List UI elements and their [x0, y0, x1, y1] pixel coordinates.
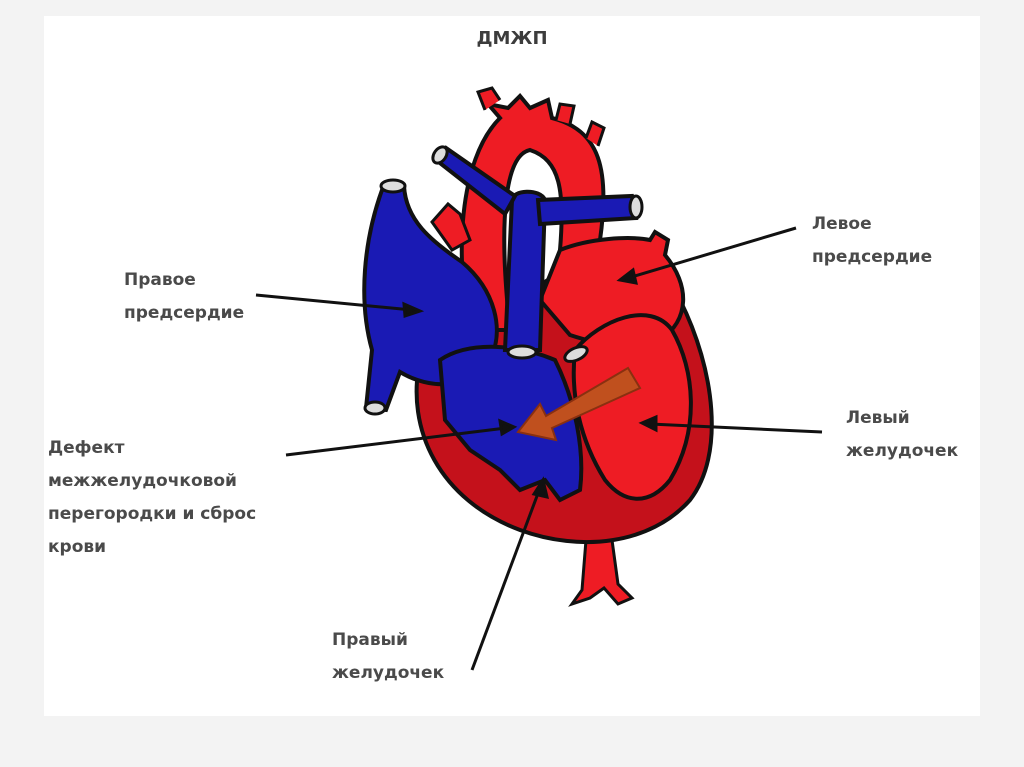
pointer-septal-defect-head	[498, 418, 518, 437]
right-ventricle-shape	[437, 344, 584, 503]
pointer-left-atrium	[627, 226, 797, 280]
aortic-branch-2	[554, 102, 576, 125]
pointer-right-atrium-head	[402, 301, 425, 319]
pointer-lines	[255, 226, 823, 671]
label-left-atrium: Левое предсердие	[812, 214, 933, 267]
label-right-atrium: Правое предсердие	[124, 270, 245, 323]
pointer-left-atrium-head	[616, 267, 638, 285]
label-right-ventricle: Правый желудочек	[332, 630, 445, 683]
pulmonary-branch-right-opening	[628, 194, 644, 220]
pulmonary-vein-left	[430, 201, 472, 252]
aortic-branch-3	[584, 119, 606, 147]
label-left-ventricle: Левый желудочек	[846, 408, 959, 461]
left-ventricle-shape	[571, 313, 693, 501]
inferior-vena-cava-opening	[363, 400, 387, 416]
descending-vessel	[568, 538, 635, 607]
shunt-arrow	[516, 366, 642, 442]
pointer-left-ventricle	[649, 422, 823, 434]
label-septal-defect: Дефект межжелудочковой перегородки и сбр…	[48, 438, 257, 557]
pulmonary-branch-left-opening	[431, 145, 449, 165]
pointer-left-ventricle-head	[638, 414, 658, 433]
pulmonary-branch-right	[535, 193, 639, 227]
diagram-title: ДМЖП	[476, 28, 548, 49]
pointer-right-atrium	[255, 293, 413, 312]
pointer-septal-defect	[285, 426, 507, 457]
pointer-right-ventricle-head	[531, 476, 550, 500]
pointer-right-ventricle	[470, 487, 542, 671]
aortic-valve	[563, 345, 589, 363]
superior-vena-cava-opening	[379, 178, 407, 194]
pulmonary-valve	[506, 344, 538, 360]
aortic-branch-1	[476, 86, 502, 111]
